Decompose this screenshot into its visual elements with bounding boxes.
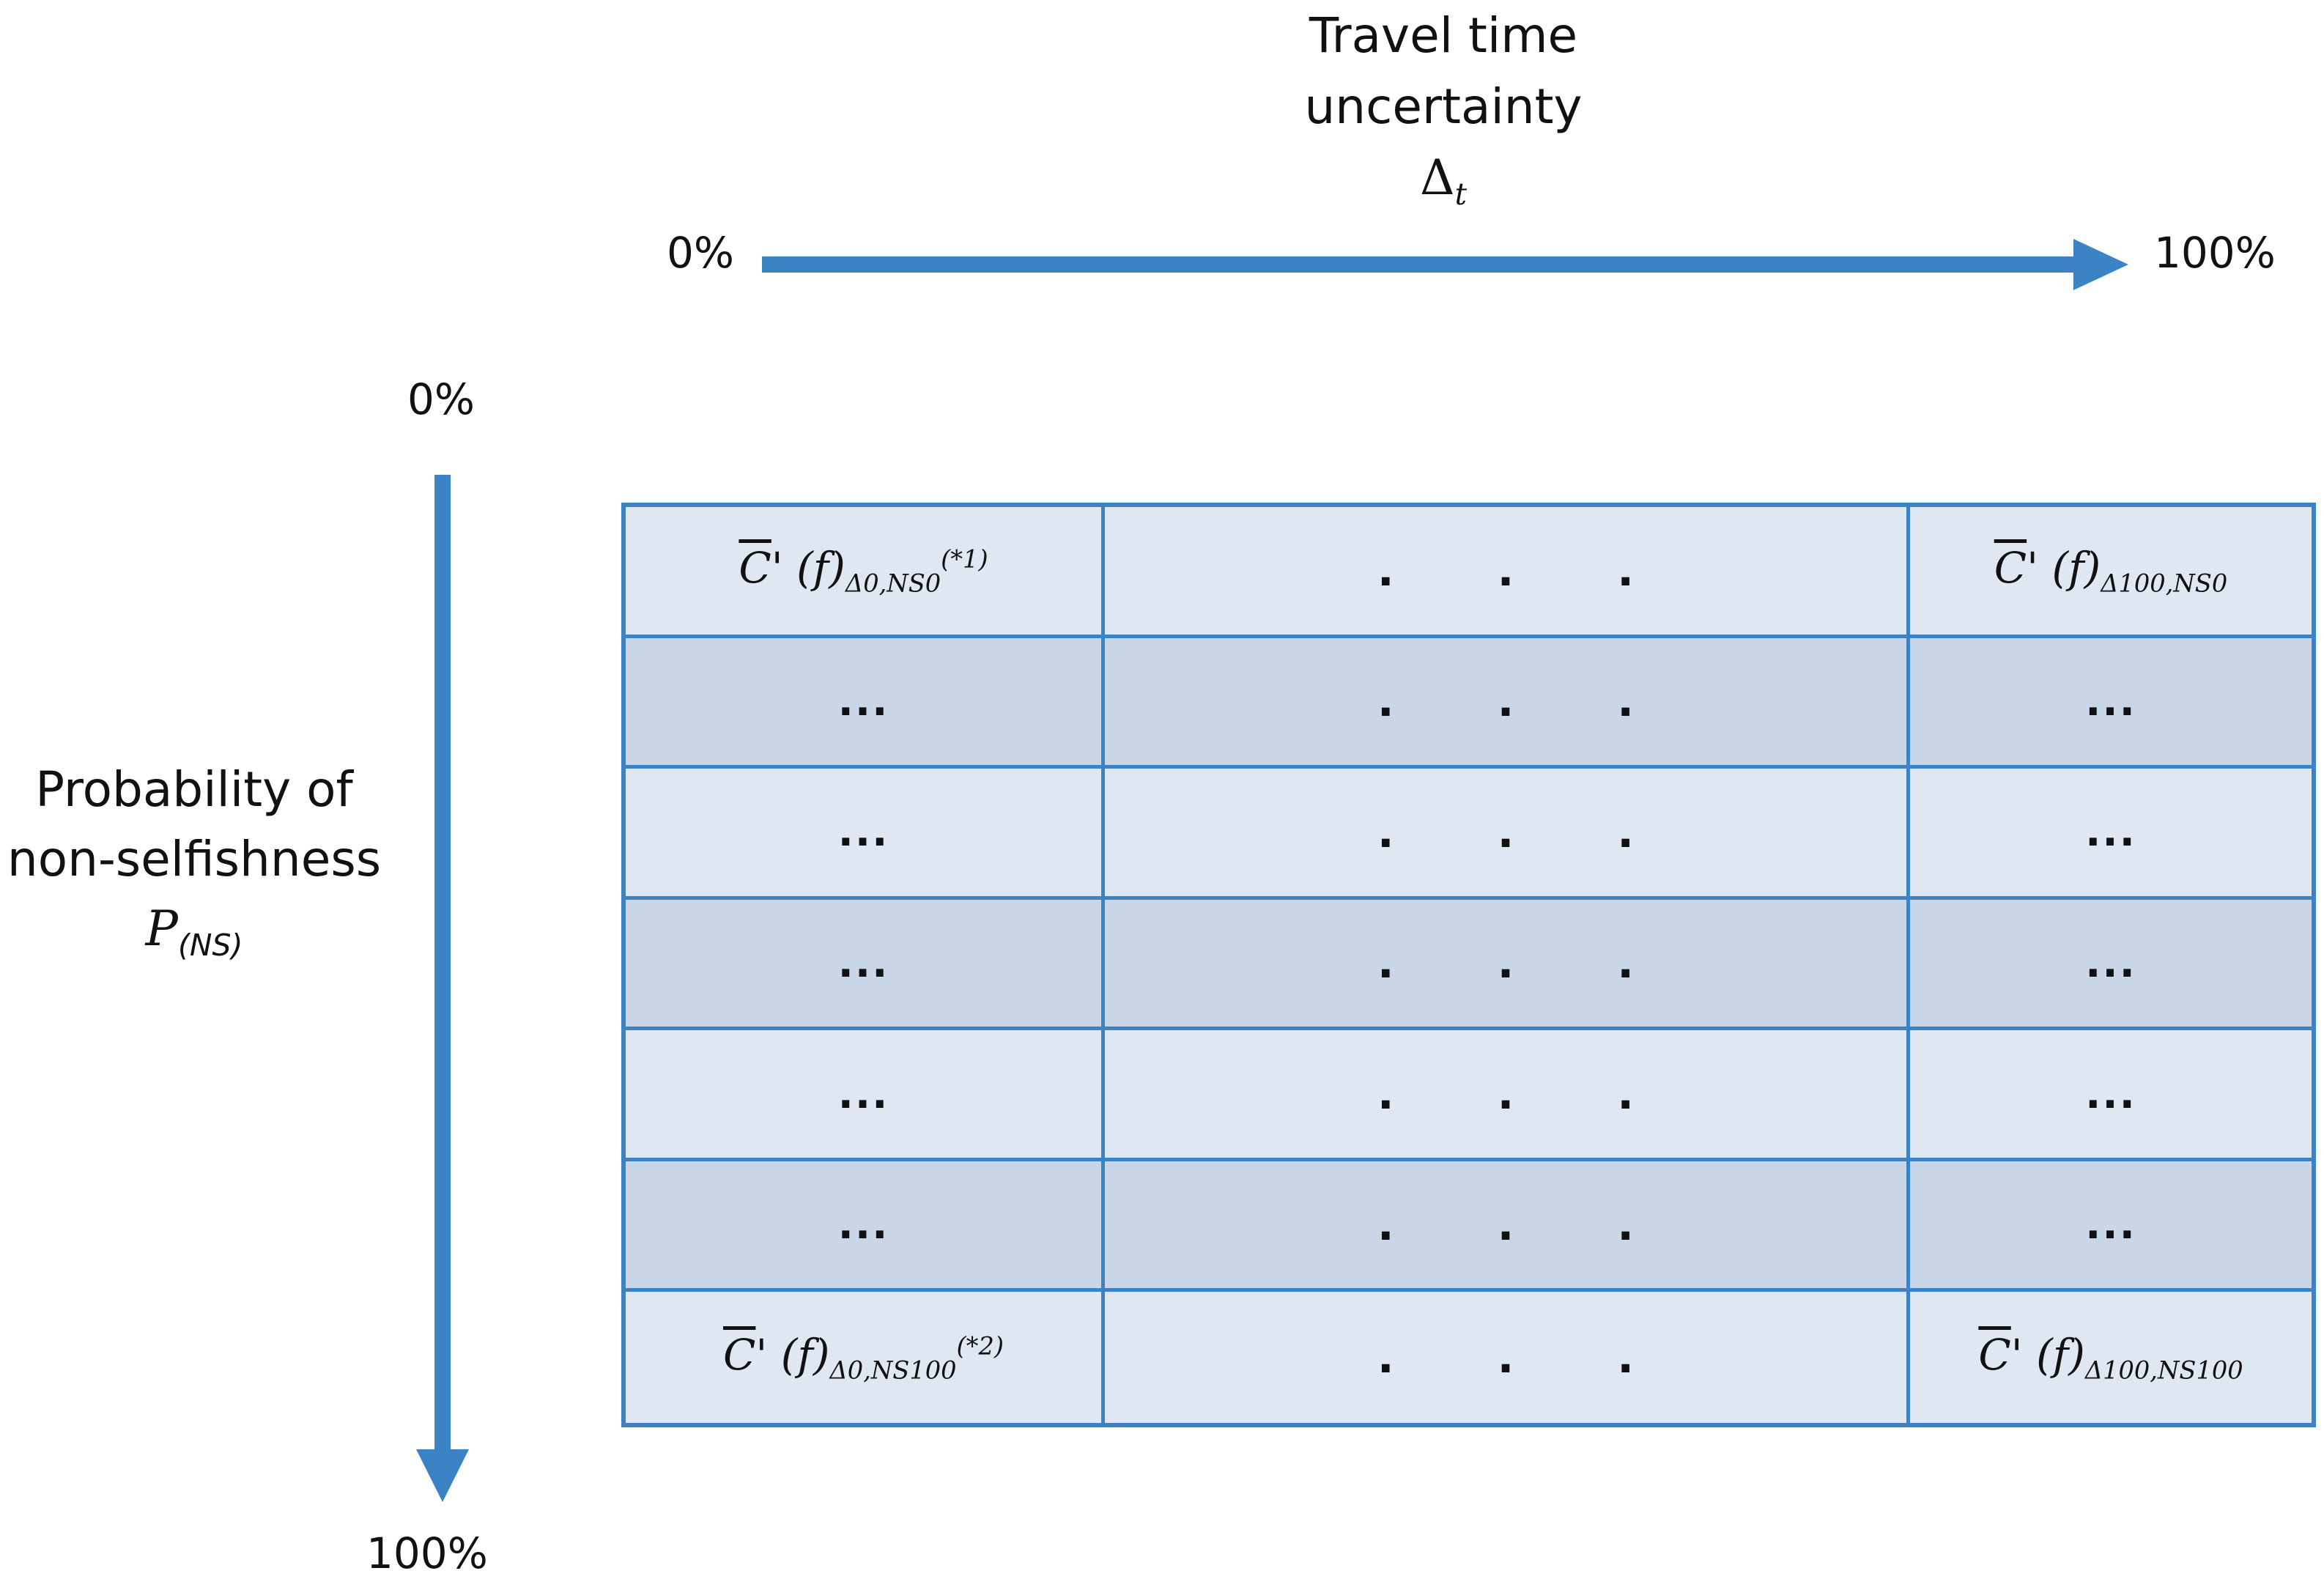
result-matrix: C' (f)Δ0,NS0(*1) . . . C' (f)Δ100,NS0 ..… xyxy=(621,503,2316,1427)
cell-row3-left: ... xyxy=(626,769,1105,900)
cell-row6-middle: . . . xyxy=(1105,1161,1910,1293)
cell-row5-middle: . . . xyxy=(1105,1030,1910,1161)
formula-bottom-left: C' (f)Δ0,NS100(*2) xyxy=(723,1330,1004,1385)
cell-row4-left: ... xyxy=(626,899,1105,1031)
cell-bottom-left: C' (f)Δ0,NS100(*2) xyxy=(626,1292,1105,1423)
cell-row2-middle: . . . xyxy=(1105,637,1910,769)
cell-top-left: C' (f)Δ0,NS0(*1) xyxy=(626,507,1105,638)
travel-time-title-line1: Travel time xyxy=(1309,7,1578,64)
horizontal-start-label: 0% xyxy=(667,228,735,278)
cell-row5-left: ... xyxy=(626,1030,1105,1161)
cell-row2-left: ... xyxy=(626,637,1105,769)
non-selfishness-title: Probability of non-selfishness P(NS) xyxy=(0,755,388,980)
cell-row4-middle: . . . xyxy=(1105,899,1910,1031)
travel-time-title: Travel time uncertainty Δt xyxy=(1224,0,1663,230)
cell-row4-right: ... xyxy=(1910,899,2312,1031)
delta-symbol: Δt xyxy=(1419,149,1468,212)
p-ns-symbol: P(NS) xyxy=(145,901,243,964)
horizontal-arrow xyxy=(762,239,2128,290)
vertical-start-label: 0% xyxy=(407,374,475,424)
cell-row7-middle: . . . xyxy=(1105,1292,1910,1423)
cell-bottom-right: C' (f)Δ100,NS100 xyxy=(1910,1292,2312,1423)
vertical-arrow xyxy=(416,475,469,1502)
formula-top-left: C' (f)Δ0,NS0(*1) xyxy=(739,543,988,599)
cell-row6-left: ... xyxy=(626,1161,1105,1293)
horizontal-end-label: 100% xyxy=(2154,228,2276,278)
cell-row5-right: ... xyxy=(1910,1030,2312,1161)
travel-time-title-line2: uncertainty xyxy=(1304,78,1583,135)
non-selfishness-title-line2: non-selfishness xyxy=(7,831,382,887)
cell-row6-right: ... xyxy=(1910,1161,2312,1293)
formula-top-right: C' (f)Δ100,NS0 xyxy=(1994,543,2228,599)
cell-row3-right: ... xyxy=(1910,769,2312,900)
cell-top-right: C' (f)Δ100,NS0 xyxy=(1910,507,2312,638)
cell-row1-middle: . . . xyxy=(1105,507,1910,638)
cell-row2-right: ... xyxy=(1910,637,2312,769)
formula-bottom-right: C' (f)Δ100,NS100 xyxy=(1978,1330,2243,1385)
vertical-end-label: 100% xyxy=(366,1528,488,1578)
cell-row3-middle: . . . xyxy=(1105,769,1910,900)
non-selfishness-title-line1: Probability of xyxy=(35,761,353,818)
